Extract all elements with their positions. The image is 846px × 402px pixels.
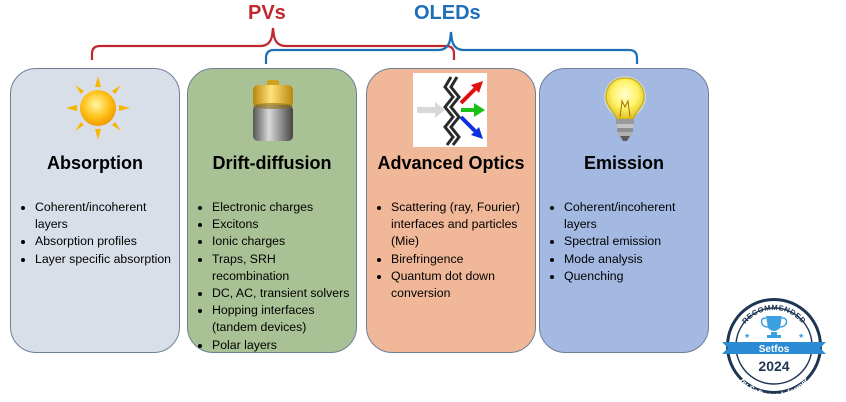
- advanced-optics-card: Advanced Optics Scattering (ray, Fourier…: [366, 68, 536, 353]
- list-item: Ionic charges: [212, 233, 352, 250]
- feature-list: Coherent/incoherent layers Spectral emis…: [548, 199, 704, 285]
- bracket-lines: [90, 27, 639, 64]
- list-item: Coherent/incoherent layers: [564, 199, 704, 233]
- trophy-icon: [760, 316, 788, 338]
- list-item: Electronic charges: [212, 199, 352, 216]
- oled-label: OLEDs: [414, 2, 481, 24]
- list-item: Mode analysis: [564, 251, 704, 268]
- list-item: Spectral emission: [564, 233, 704, 250]
- feature-list: Coherent/incoherent layers Absorption pr…: [19, 199, 175, 268]
- star-icon: ★: [744, 332, 750, 340]
- list-item: Scattering (ray, Fourier) interfaces and…: [391, 199, 531, 251]
- oled-bracket: [264, 31, 639, 64]
- list-item: Quantum dot down conversion: [391, 268, 531, 302]
- list-item: Coherent/incoherent layers: [35, 199, 175, 233]
- list-item: Birefringence: [391, 251, 531, 268]
- feature-list: Electronic charges Excitons Ionic charge…: [196, 199, 352, 354]
- card-title: Absorption: [47, 153, 143, 173]
- card-title: Advanced Optics: [377, 153, 525, 173]
- list-item: Quenching: [564, 268, 704, 285]
- list-item: Layer specific absorption: [35, 251, 175, 268]
- card-title: Drift-diffusion: [212, 153, 332, 173]
- battery-icon: [253, 80, 293, 141]
- list-item: Hopping interfaces (tandem devices): [212, 302, 352, 336]
- drift-diffusion-card: Drift-diffusion Electronic charges Excit…: [187, 68, 357, 353]
- list-item: DC, AC, transient solvers: [212, 285, 352, 302]
- sun-icon: [66, 76, 130, 140]
- list-item: Traps, SRH recombination: [212, 251, 352, 285]
- card-title: Emission: [583, 153, 665, 173]
- badge-year: 2024: [758, 358, 789, 374]
- badge-product: Setfos: [759, 344, 790, 355]
- list-item: Polar layers: [212, 337, 352, 354]
- feature-list: Scattering (ray, Fourier) interfaces and…: [375, 199, 531, 302]
- light-scattering-icon: [413, 73, 487, 147]
- pv-bracket: [90, 27, 456, 60]
- light-bulb-icon: [604, 76, 646, 141]
- absorption-card: Absorption Coherent/incoherent layers Ab…: [10, 68, 180, 353]
- list-item: Absorption profiles: [35, 233, 175, 250]
- pv-label: PVs: [248, 2, 286, 24]
- emission-card: Emission Coherent/incoherent layers Spec…: [539, 68, 709, 353]
- recommended-badge[interactable]: RECOMMENDED ★ ★ Setfos 2024 by Software …: [716, 296, 832, 400]
- star-icon: ★: [798, 332, 804, 340]
- list-item: Excitons: [212, 216, 352, 233]
